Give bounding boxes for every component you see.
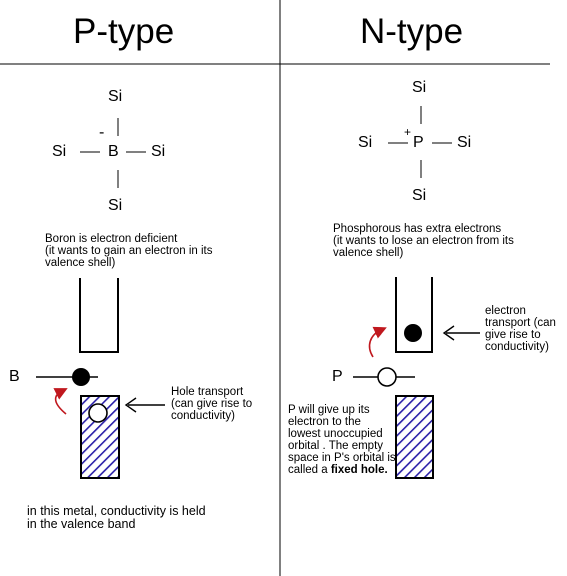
phosphorus-atom: P [413,134,424,151]
positive-charge: + [404,125,412,139]
si-bottom-right: Si [412,187,427,204]
transport-arrowhead-right [442,325,455,341]
boron-atom: B [108,143,119,160]
si-bottom-left: Si [108,197,123,214]
si-top-right: Si [412,79,427,96]
si-left-right: Si [358,134,373,151]
n-type-heading: N-type [360,12,464,51]
transport-arrowhead-left [124,397,137,413]
fixed-hole-circle [377,367,397,387]
valence-band-footer: in this metal, conductivity is held in t… [27,504,206,531]
red-arrow-left [53,388,68,415]
fixed-hole-note: P will give up its electron to the lowes… [288,404,396,476]
hole-circle-left [88,403,108,423]
p-type-heading: P-type [73,12,175,51]
si-right-right: Si [457,134,472,151]
negative-charge: - [99,124,105,141]
red-arrow-right [368,326,387,358]
conduction-band-right [395,277,433,353]
electron-dot-left [72,368,90,386]
hole-transport-note: Hole transport (can give rise to conduct… [171,386,253,422]
boron-description: Boron is electron deficient (it wants to… [45,233,213,269]
si-top-left: Si [108,88,123,105]
electron-transport-note: electron transport (can give rise to con… [485,305,556,353]
electron-dot-right [404,324,422,342]
phosphorous-description: Phosphorous has extra electrons (it want… [333,223,514,259]
conduction-band-left [79,278,119,353]
acceptor-label: B [9,368,20,385]
si-left-left: Si [52,143,67,160]
valence-band-right [395,395,434,479]
donor-label: P [332,368,343,385]
fixed-hole-term: fixed hole. [330,464,388,476]
si-right-left: Si [151,143,166,160]
